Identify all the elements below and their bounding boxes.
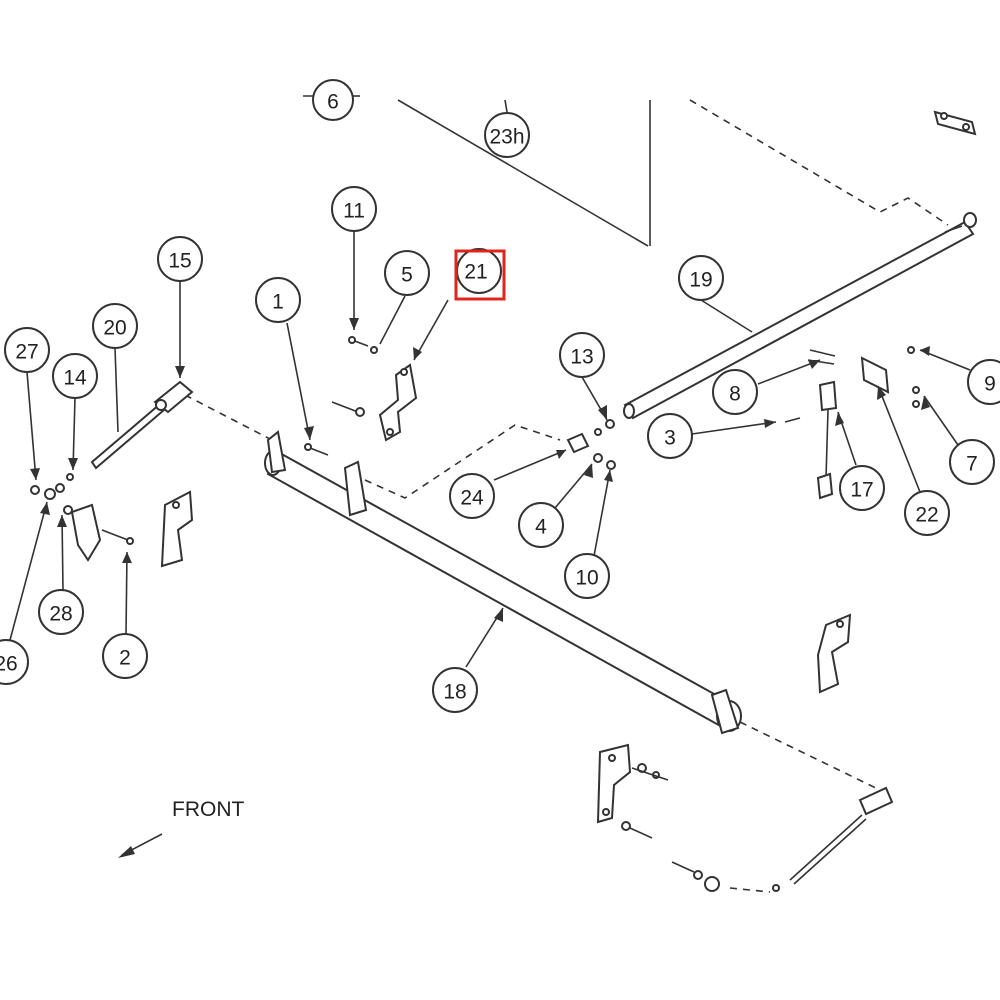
- svg-text:14: 14: [63, 367, 87, 390]
- callout-2[interactable]: 2: [102, 633, 148, 679]
- callout-19[interactable]: 19: [678, 255, 724, 301]
- rod-19: [623, 212, 977, 420]
- callout-20[interactable]: 20: [92, 303, 138, 349]
- svg-text:23h: 23h: [489, 126, 524, 149]
- callout-7[interactable]: 7: [949, 439, 995, 485]
- callout-14[interactable]: 14: [52, 353, 98, 399]
- callout-11[interactable]: 11: [331, 186, 377, 232]
- callout-21[interactable]: 21: [456, 248, 502, 294]
- callout-10[interactable]: 10: [564, 553, 610, 599]
- callout-8[interactable]: 8: [712, 369, 758, 415]
- svg-text:5: 5: [401, 264, 413, 287]
- callout-5[interactable]: 5: [384, 250, 430, 296]
- hardware: [30, 336, 920, 892]
- callout-23h[interactable]: 23h: [484, 112, 530, 158]
- front-indicator: FRONT: [118, 798, 244, 858]
- svg-text:7: 7: [966, 453, 978, 476]
- svg-text:15: 15: [168, 250, 191, 273]
- svg-text:9: 9: [984, 373, 996, 396]
- svg-text:3: 3: [664, 427, 676, 450]
- svg-text:27: 27: [15, 341, 38, 364]
- svg-text:19: 19: [689, 269, 712, 292]
- callout-3[interactable]: 3: [647, 413, 693, 459]
- svg-text:1: 1: [272, 291, 284, 314]
- frame-lines: [184, 95, 949, 893]
- callout-27[interactable]: 27: [4, 327, 50, 373]
- callout-17[interactable]: 17: [839, 465, 885, 511]
- bracket-right: [816, 613, 852, 694]
- svg-text:10: 10: [575, 567, 598, 590]
- svg-text:21: 21: [464, 261, 487, 284]
- callout-9[interactable]: 9: [967, 359, 1000, 405]
- callout-1[interactable]: 1: [255, 277, 301, 323]
- rod-20: [90, 380, 194, 470]
- svg-text:20: 20: [103, 317, 126, 340]
- bracket-21: [378, 363, 418, 442]
- svg-text:26: 26: [0, 653, 18, 676]
- callout-15[interactable]: 15: [157, 236, 203, 282]
- svg-text:22: 22: [915, 504, 938, 527]
- svg-text:24: 24: [460, 487, 484, 510]
- shaft-18: [264, 430, 742, 735]
- front-arrow-icon: [118, 846, 135, 858]
- callout-28[interactable]: 28: [38, 589, 84, 635]
- svg-text:13: 13: [570, 346, 593, 369]
- svg-text:2: 2: [119, 647, 131, 670]
- svg-text:4: 4: [535, 516, 547, 539]
- rod-lower: [789, 786, 894, 885]
- callout-18[interactable]: 18: [432, 667, 478, 713]
- svg-text:8: 8: [729, 383, 741, 406]
- svg-text:6: 6: [327, 91, 339, 114]
- svg-text:28: 28: [49, 603, 72, 626]
- callout-22[interactable]: 22: [904, 490, 950, 536]
- callout-6[interactable]: 6: [312, 79, 354, 121]
- callouts: 6 23h 11 5 21 1 15 20 27 14 19 13 8 9 3 …: [0, 79, 1000, 713]
- top-right-bracket: [933, 110, 977, 136]
- callout-21-highlight-box: [454, 249, 506, 301]
- front-label: FRONT: [172, 798, 244, 821]
- callout-13[interactable]: 13: [559, 332, 605, 378]
- bracket-lower: [596, 743, 632, 824]
- svg-text:18: 18: [443, 681, 466, 704]
- callout-26[interactable]: 26: [0, 639, 29, 685]
- arrowheads: [30, 318, 930, 622]
- svg-text:11: 11: [343, 200, 365, 223]
- svg-text:17: 17: [850, 479, 873, 502]
- callout-24[interactable]: 24: [449, 473, 495, 519]
- callout-4[interactable]: 4: [518, 502, 564, 548]
- bracket-left: [160, 490, 194, 568]
